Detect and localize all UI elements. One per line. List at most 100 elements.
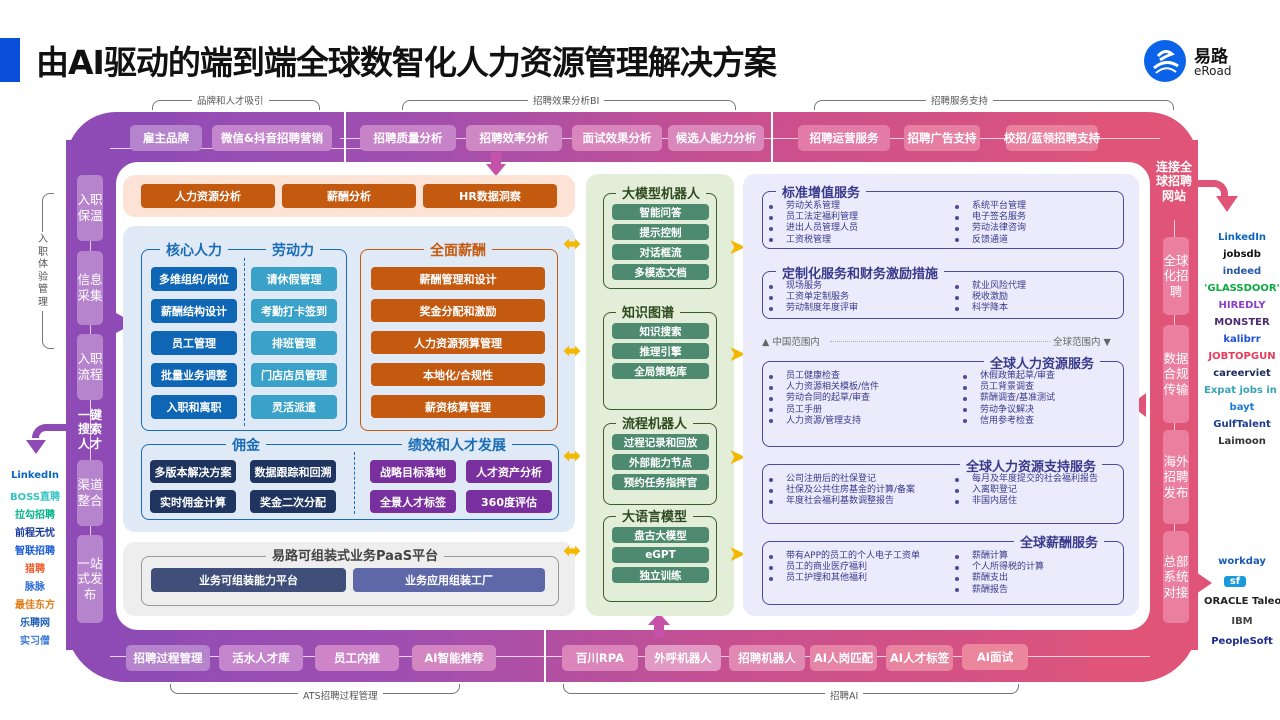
ring-item-brand[interactable]: 雇主品牌: [130, 125, 202, 151]
search-talent-label[interactable]: 一键搜索人才: [77, 408, 102, 451]
core-hr-item[interactable]: 薪酬结构设计: [151, 299, 237, 323]
labor-item[interactable]: 请休假管理: [251, 267, 337, 291]
paas-item[interactable]: 业务应用组装工厂: [353, 568, 545, 592]
ai-item[interactable]: 知识搜索: [612, 323, 709, 339]
ai-item[interactable]: 外部能力节点: [612, 454, 709, 470]
arrow-right-icon: ➤: [728, 542, 747, 567]
ai-item[interactable]: 智能问答: [612, 204, 709, 220]
ring-item-ai[interactable]: AI人才标签: [886, 645, 953, 671]
partner-logo: bayt: [1229, 402, 1255, 413]
ai-item[interactable]: 预约任务指挥官: [612, 474, 709, 490]
service-item: 员工健康检查: [764, 371, 879, 382]
ai-item[interactable]: eGPT: [612, 547, 709, 563]
core-hr-item[interactable]: 多维组织/岗位: [151, 267, 237, 291]
comp-item[interactable]: 奖金分配和激励: [371, 299, 545, 322]
performance-item[interactable]: 人才资产分析: [466, 460, 552, 483]
ring-item-left[interactable]: 一站式发布: [77, 535, 103, 623]
ai-item[interactable]: 过程记录和回放: [612, 434, 709, 450]
ring-item-service[interactable]: 招聘广告支持: [904, 125, 980, 151]
performance-item[interactable]: 全景人才标签: [370, 490, 456, 513]
ai-item[interactable]: 对话框流: [612, 244, 709, 260]
ring-item-ats[interactable]: 招聘过程管理: [126, 645, 210, 671]
ring-item-right[interactable]: 全球化招聘: [1163, 237, 1189, 315]
ring-item-brand[interactable]: 微信&抖音招聘营销: [212, 125, 332, 151]
ai-item[interactable]: 推理引擎: [612, 343, 709, 359]
service-item: 劳动争议解决: [958, 405, 1055, 416]
service-item: 反馈通道: [950, 235, 1026, 246]
labor-item[interactable]: 灵活派遣: [251, 395, 337, 419]
performance-title: 绩效和人才发展: [402, 435, 512, 455]
core-hr-item[interactable]: 入职和离职: [151, 395, 237, 419]
logo-en-text: eRoad: [1194, 64, 1232, 78]
analytics-item[interactable]: 薪酬分析: [282, 184, 416, 208]
analytics-item[interactable]: 人力资源分析: [141, 184, 275, 208]
double-arrow-icon: ⬌: [563, 339, 582, 364]
paas-item[interactable]: 业务可组装能力平台: [151, 568, 346, 592]
ring-item-bi[interactable]: 面试效果分析: [572, 125, 662, 151]
ring-item-left[interactable]: 入职保温: [77, 175, 103, 241]
partner-logo: 最佳东方: [15, 600, 55, 611]
ring-item-bi[interactable]: 候选人能力分析: [668, 125, 764, 151]
ai-item[interactable]: 盘古大模型: [612, 527, 709, 543]
analytics-item[interactable]: HR数据洞察: [423, 184, 557, 208]
comp-item[interactable]: 本地化/合规性: [371, 363, 545, 386]
commission-item[interactable]: 实时佣金计算: [150, 490, 236, 513]
ring-item-left[interactable]: 入职流程: [77, 334, 103, 400]
partner-logo: indeed: [1222, 266, 1262, 277]
ring-item-ai[interactable]: AI人岗匹配: [810, 645, 877, 671]
labor-item[interactable]: 考勤打卡签到: [251, 299, 337, 323]
performance-item[interactable]: 360度评估: [466, 490, 552, 513]
service-item: 年度社会福利基数调整报告: [764, 496, 915, 507]
service-item: 劳动合同的起草/审查: [764, 393, 879, 404]
ring-connector-line: [90, 180, 91, 620]
ring-item-right[interactable]: 海外招聘发布: [1163, 430, 1189, 524]
arrow-stem: [491, 152, 501, 164]
performance-item[interactable]: 战略目标落地: [370, 460, 456, 483]
comp-item[interactable]: 人力资源预算管理: [371, 331, 545, 354]
service-item: 劳动关系管理: [764, 201, 858, 212]
hq-system-logo: sf: [1224, 576, 1246, 587]
commission-item[interactable]: 多版本解决方案: [150, 460, 236, 483]
hq-system-logo: IBM: [1231, 616, 1253, 627]
ai-item[interactable]: 多模态文档: [612, 264, 709, 280]
commission-item[interactable]: 奖金二次分配: [250, 490, 336, 513]
service-group: [762, 541, 1124, 605]
ring-item-right[interactable]: 数据合规传输: [1163, 325, 1189, 423]
ring-item-bi[interactable]: 招聘效率分析: [466, 125, 562, 151]
ring-item-service[interactable]: 招聘运营服务: [798, 125, 890, 151]
partner-logo: 'GLASSDOOR': [1204, 283, 1280, 294]
ring-item-ats[interactable]: 员工内推: [315, 645, 399, 671]
ring-item-ai[interactable]: 百川RPA: [562, 645, 638, 671]
group-divider: [244, 258, 245, 426]
service-list: 薪酬计算个人所得税的计算薪酬支出薪酬报告: [950, 551, 1044, 596]
ai-item[interactable]: 提示控制: [612, 224, 709, 240]
ai-item[interactable]: 全局策略库: [612, 363, 709, 379]
ring-item-ai[interactable]: AI面试: [962, 644, 1028, 670]
core-hr-item[interactable]: 员工管理: [151, 331, 237, 355]
comp-item[interactable]: 薪酬管理和设计: [371, 267, 545, 290]
ring-item-ai[interactable]: 招聘机器人: [729, 645, 805, 671]
ring-item-left[interactable]: 渠道整合: [77, 460, 103, 526]
scope-divider: [830, 341, 1050, 342]
ring-item-bi[interactable]: 招聘质量分析: [360, 125, 456, 151]
service-item: 员工护理和其他福利: [764, 573, 920, 584]
hq-system-logo: workday: [1218, 556, 1266, 567]
commission-title: 佣金: [226, 435, 266, 455]
ai-item[interactable]: 独立训练: [612, 567, 709, 583]
labor-item[interactable]: 排班管理: [251, 331, 337, 355]
commission-item[interactable]: 数据跟踪和回溯: [250, 460, 336, 483]
partner-logo: LinkedIn: [1217, 232, 1267, 243]
ring-item-service[interactable]: 校招/蓝领招聘支持: [1004, 125, 1100, 151]
ring-item-ats[interactable]: AI智能推荐: [412, 645, 496, 671]
labor-item[interactable]: 门店店员管理: [251, 363, 337, 387]
ring-item-right[interactable]: 总部系统对接: [1163, 531, 1189, 623]
ring-item-ai[interactable]: 外呼机器人: [645, 645, 721, 671]
ring-item-left[interactable]: 信息采集: [77, 251, 103, 325]
ring-item-ats[interactable]: 活水人才库: [219, 645, 303, 671]
comp-item[interactable]: 薪资核算管理: [371, 395, 545, 418]
service-item: 员工的商业医疗福利: [764, 562, 920, 573]
bracket-label-bi: 招聘效果分析BI: [528, 93, 605, 107]
partner-logo: 智联招聘: [15, 546, 55, 557]
core-hr-item[interactable]: 批量业务调整: [151, 363, 237, 387]
